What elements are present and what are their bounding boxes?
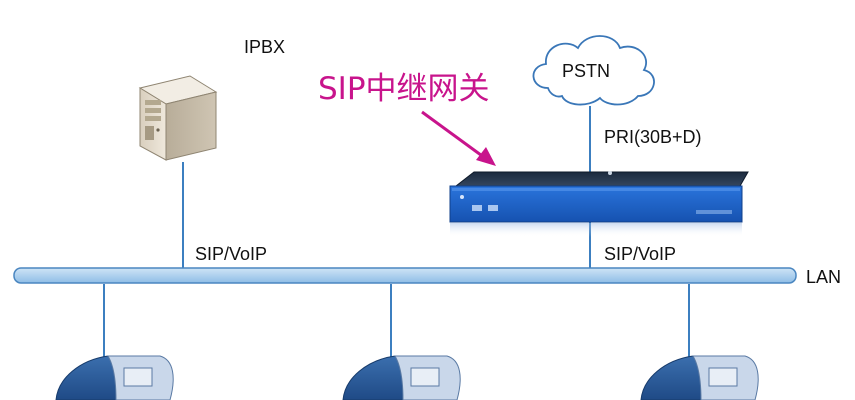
- ipbx-label: IPBX: [244, 37, 286, 57]
- gateway-callout-label: SIP中继网关: [318, 71, 490, 107]
- pri-label: PRI(30B+D): [604, 127, 702, 147]
- sip-voip-left-label: SIP/VoIP: [195, 244, 268, 264]
- callout-arrow: [421, 110, 496, 166]
- rack-gateway-icon: [449, 171, 749, 237]
- desk-phone-icon: [640, 355, 759, 400]
- pstn-label: PSTN: [562, 61, 611, 81]
- desk-phone-icon: [342, 355, 461, 400]
- lan-bus: [13, 267, 797, 284]
- cloud-icon: [532, 35, 655, 106]
- server-tower-icon: [138, 75, 218, 161]
- lan-label: LAN: [806, 267, 842, 287]
- desk-phone-icon: [55, 355, 174, 400]
- sip-voip-right-label: SIP/VoIP: [604, 244, 677, 264]
